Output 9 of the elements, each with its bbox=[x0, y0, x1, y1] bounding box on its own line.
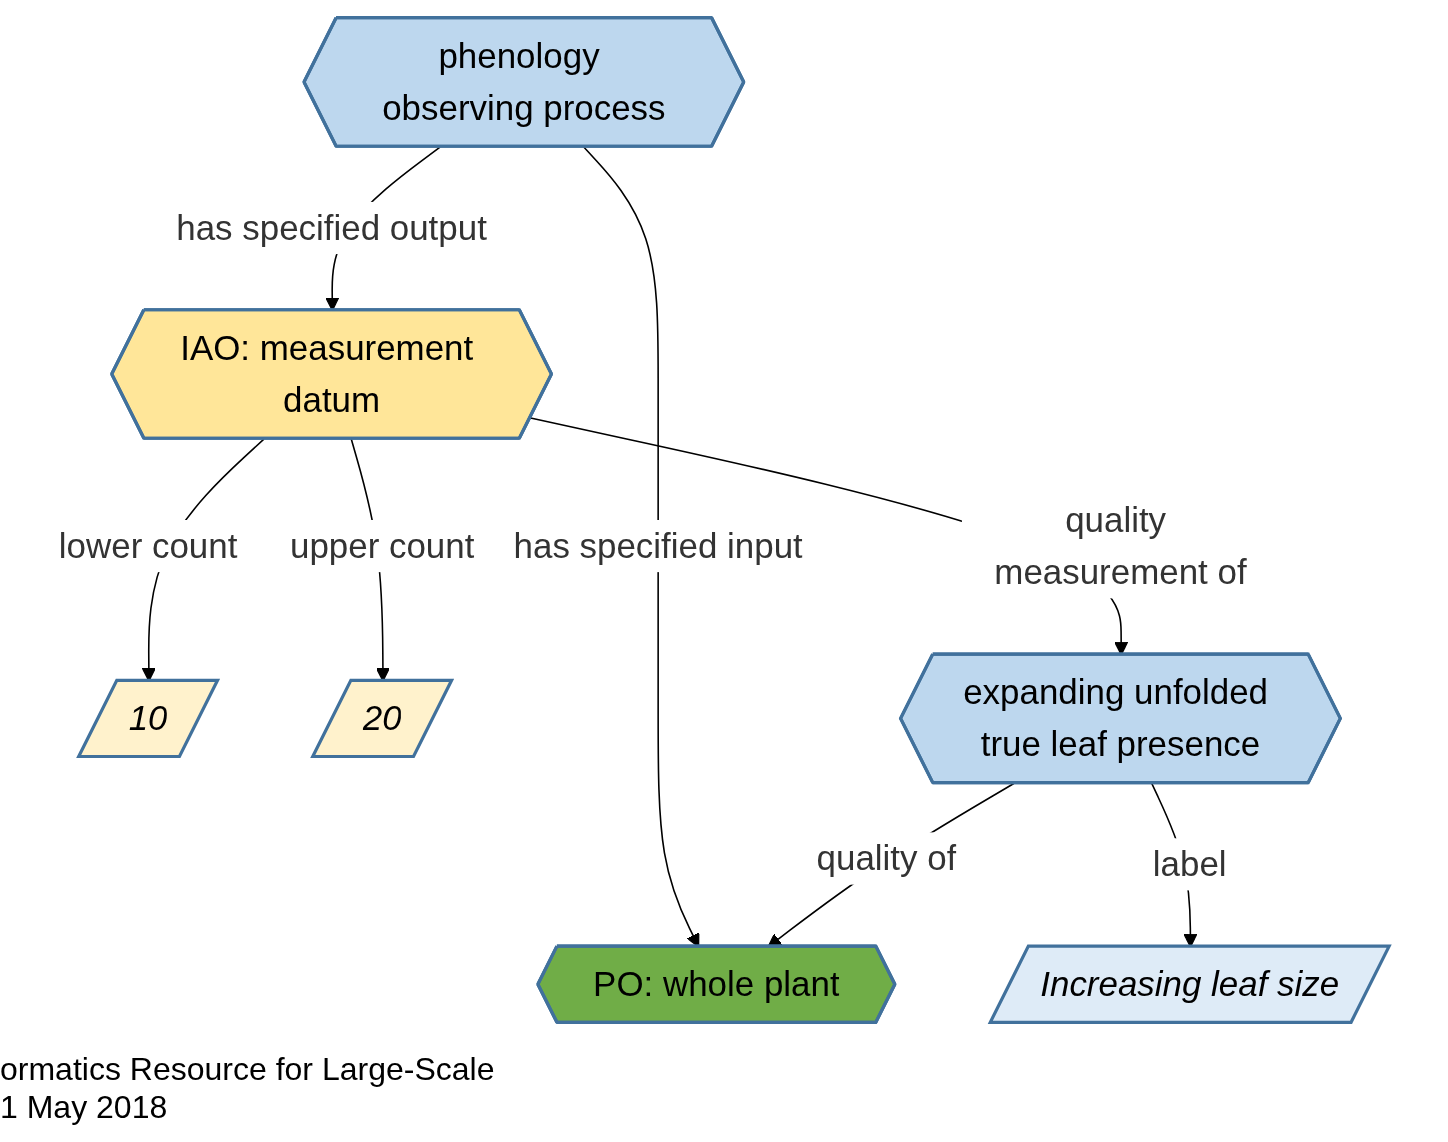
footer-text: 1 May 2018 bbox=[0, 1088, 169, 1126]
edge-label: has specified input bbox=[513, 526, 803, 567]
footer-text: ormatics Resource for Large-Scale bbox=[0, 1050, 495, 1088]
edge-label: label bbox=[1152, 844, 1227, 885]
edge-label: has specified output bbox=[176, 208, 487, 248]
edge-label: quality of bbox=[816, 838, 957, 879]
edge-label: lower count bbox=[58, 526, 238, 567]
edge-label: upper count bbox=[289, 526, 475, 567]
edge-label: quality measurement of bbox=[994, 500, 1247, 593]
